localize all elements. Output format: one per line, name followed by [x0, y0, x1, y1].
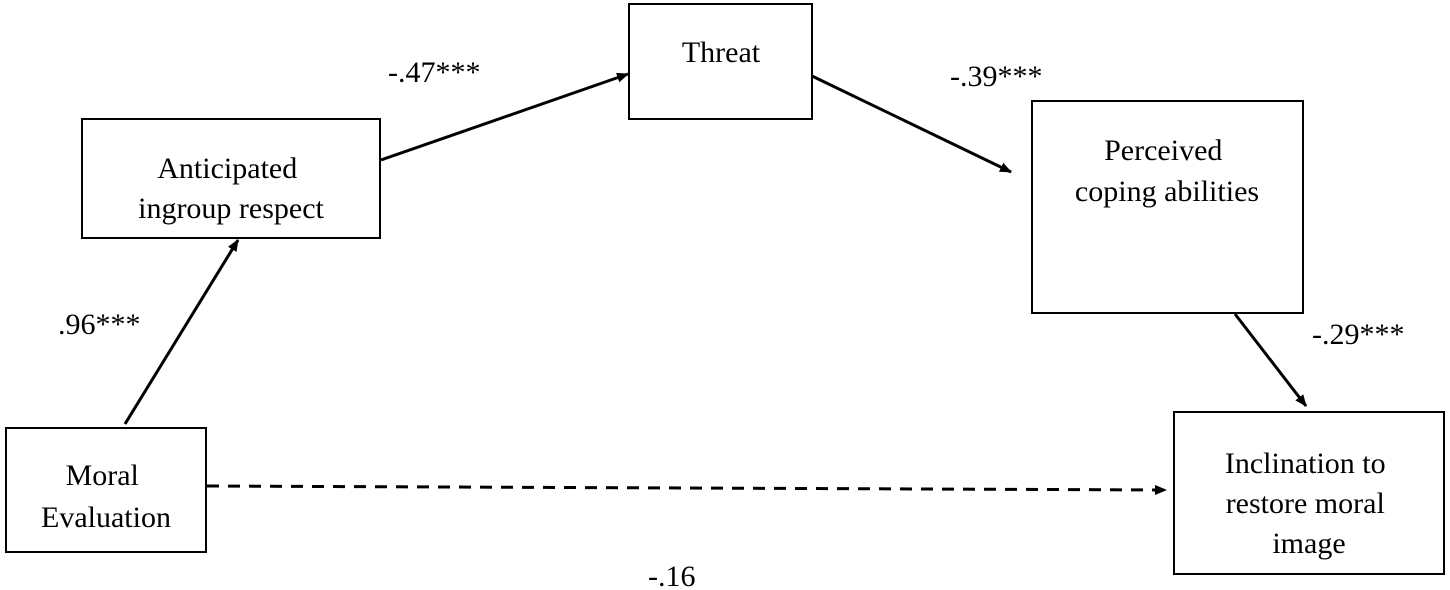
- node-inclination-line-3: image: [1272, 527, 1345, 560]
- node-moral-evaluation-line-1: Moral: [66, 459, 139, 492]
- node-coping-label: Perceived coping abilities: [1075, 134, 1259, 208]
- node-threat-box: [628, 3, 813, 120]
- coef-moral-to-inclination: -.16: [648, 560, 696, 590]
- coef-moral-to-respect: .96***: [58, 308, 141, 341]
- coef-coping-to-inclination: -.29***: [1312, 318, 1405, 351]
- node-inclination-label: Inclination to restore moral image: [1225, 447, 1393, 560]
- coef-respect-to-threat: -.47***: [388, 56, 481, 89]
- node-coping-line-1: Perceived: [1104, 134, 1222, 167]
- edge-coping-to-inclination: [1233, 313, 1308, 407]
- node-coping-line-2: coping abilities: [1075, 175, 1259, 208]
- node-moral-evaluation: Moral Evaluation: [5, 427, 207, 553]
- edge-moral-to-inclination: [206, 484, 1167, 495]
- node-coping-box: [1031, 100, 1304, 314]
- node-anticipated-respect-box: [81, 118, 381, 239]
- node-moral-evaluation-line-2: Evaluation: [41, 501, 171, 534]
- node-threat-line-1: Threat: [682, 36, 761, 69]
- node-anticipated-respect-label: Anticipated ingroup respect: [138, 152, 324, 225]
- node-inclination-line-1: Inclination to: [1225, 447, 1386, 480]
- node-moral-evaluation-box: [5, 427, 207, 553]
- node-coping: Perceived coping abilities: [1031, 100, 1304, 314]
- node-inclination-line-2: restore moral: [1226, 487, 1385, 520]
- coef-threat-to-coping: -.39***: [950, 60, 1043, 93]
- node-inclination: Inclination to restore moral image: [1173, 411, 1445, 575]
- node-anticipated-respect-line-1: Anticipated: [157, 152, 297, 185]
- node-inclination-box: [1173, 411, 1445, 575]
- node-anticipated-respect-line-2: ingroup respect: [138, 192, 324, 225]
- edge-moral-to-respect: [123, 239, 240, 425]
- node-moral-evaluation-label: Moral Evaluation: [41, 459, 171, 534]
- node-threat: Threat: [628, 3, 813, 120]
- node-anticipated-respect: Anticipated ingroup respect: [81, 118, 381, 239]
- node-threat-label: Threat: [682, 36, 761, 69]
- edge-threat-to-coping: [811, 74, 1012, 174]
- edge-respect-to-threat: [380, 72, 629, 162]
